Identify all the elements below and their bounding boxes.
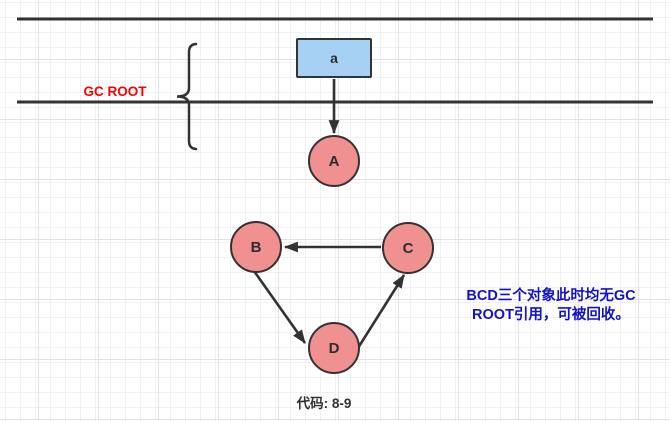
node-circle-D-label: D bbox=[328, 339, 340, 357]
node-circle-A-label: A bbox=[328, 152, 340, 170]
unreachable-objects-annotation: BCD三个对象此时均无GC ROOT引用，可被回收。 bbox=[458, 287, 644, 325]
edge-D-to-C-arrow bbox=[356, 274, 406, 349]
node-circle-D: D bbox=[308, 322, 360, 374]
annotation-line-1: BCD三个对象此时均无GC bbox=[466, 288, 636, 304]
gc-root-brace bbox=[176, 42, 198, 151]
node-box-a-label: a bbox=[330, 50, 338, 66]
node-box-a: a bbox=[296, 38, 372, 78]
node-circle-C-label: C bbox=[402, 239, 414, 257]
node-circle-B: B bbox=[230, 221, 282, 273]
node-circle-B-label: B bbox=[250, 238, 262, 256]
gc-root-label: GC ROOT bbox=[83, 84, 147, 99]
code-reference-caption: 代码: 8-9 bbox=[296, 396, 352, 411]
node-circle-C: C bbox=[382, 222, 434, 274]
annotation-line-2: ROOT引用，可被回收。 bbox=[472, 307, 630, 323]
edge-B-to-D-arrow bbox=[252, 270, 307, 344]
node-circle-A: A bbox=[308, 135, 360, 187]
